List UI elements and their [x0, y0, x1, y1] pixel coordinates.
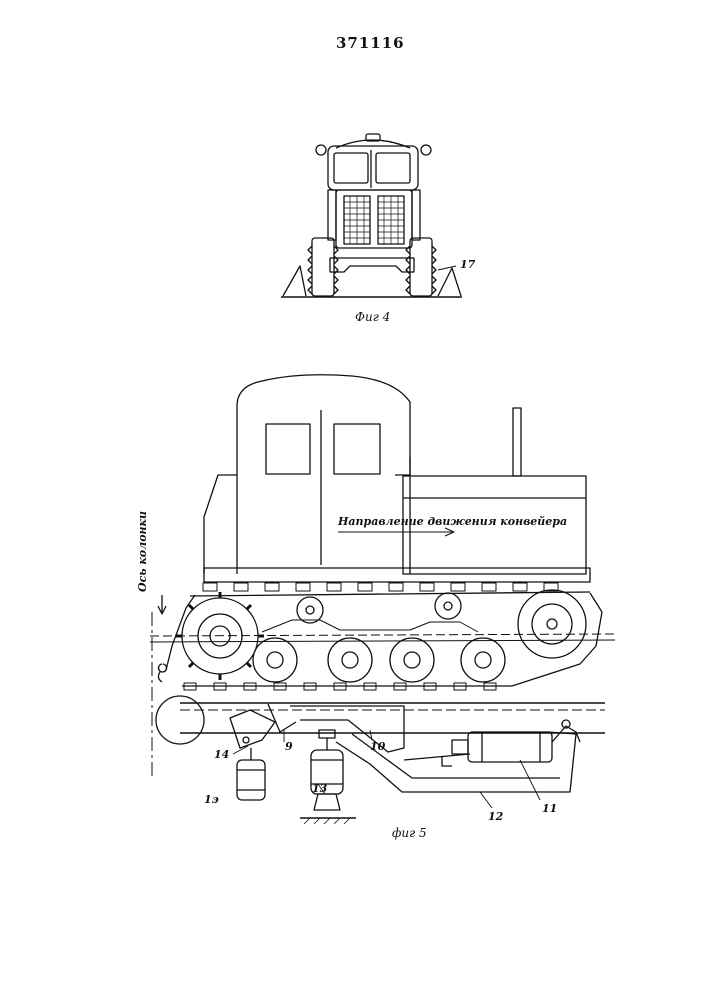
- callout-9: 9: [285, 740, 293, 753]
- callout-17: 17: [460, 258, 476, 271]
- figure-5-caption: фиг 5: [392, 826, 427, 840]
- callout-14: 14: [214, 748, 229, 761]
- callout-11: 11: [542, 802, 557, 815]
- callout-1e: 1э: [204, 793, 219, 806]
- figure-4-caption: Фиг 4: [355, 310, 390, 324]
- callout-10: 10: [370, 740, 386, 753]
- column-axis-label: Ось колонки: [136, 511, 149, 592]
- figure-4-tractor-front-view: [281, 134, 462, 297]
- conveyor-direction-label: Направление движения конвейера: [337, 515, 567, 528]
- callout-12: 12: [488, 810, 504, 823]
- callout-13: 13: [312, 782, 328, 795]
